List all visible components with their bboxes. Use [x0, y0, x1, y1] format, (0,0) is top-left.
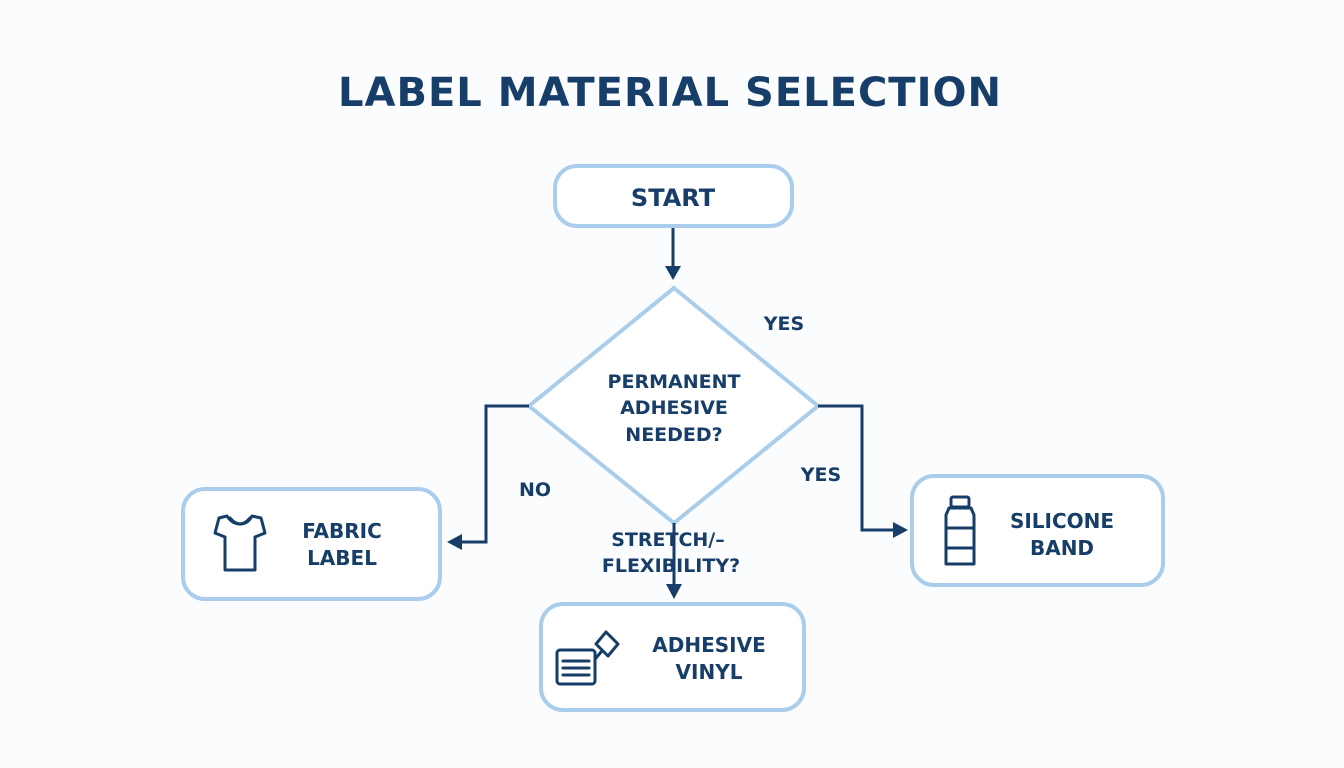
decision-line-1: PERMANENT: [608, 371, 741, 393]
edge-decision-to-silicone: [818, 404, 908, 538]
decision-line-2: ADHESIVE: [620, 397, 728, 419]
page-title: LABEL MATERIAL SELECTION: [338, 70, 1002, 116]
edge-decision-to-vinyl: [666, 523, 682, 599]
edge-silicone-line: [818, 404, 893, 532]
edge-label-no: NO: [519, 479, 551, 501]
question2-line-2: FLEXIBILITY?: [602, 555, 740, 577]
fabric-label-node: FABRIC LABEL: [181, 487, 442, 601]
bottle-icon: [944, 495, 976, 566]
silicone-band-node: SILICONE BAND: [910, 474, 1165, 587]
edge-start-arrow: [665, 266, 681, 280]
label-roll-icon: [555, 630, 620, 686]
fabric-label-box: [181, 487, 442, 601]
edge-label-yes-top: YES: [763, 313, 804, 335]
edge-decision-to-fabric: [447, 404, 529, 550]
adhesive-vinyl-line-1: ADHESIVE: [652, 633, 765, 657]
adhesive-vinyl-node: ADHESIVE VINYL: [539, 602, 806, 712]
edge-label-yes-right: YES: [800, 464, 841, 486]
silicone-band-line-2: BAND: [1030, 536, 1094, 560]
edge-fabric-line: [462, 404, 529, 544]
edge-start-to-decision: [665, 228, 681, 280]
start-node: START: [553, 164, 794, 228]
edge-vinyl-arrow: [666, 584, 682, 599]
fabric-label-line-1: FABRIC: [302, 519, 382, 543]
question2-line-1: STRETCH/–: [611, 529, 725, 551]
decision-line-3: NEEDED?: [625, 424, 722, 446]
adhesive-vinyl-box: [539, 602, 806, 712]
edge-silicone-arrow: [893, 522, 908, 538]
t-shirt-icon: [213, 514, 267, 572]
adhesive-vinyl-line-2: VINYL: [676, 660, 743, 684]
start-label: START: [631, 184, 716, 212]
fabric-label-line-2: LABEL: [307, 546, 377, 570]
start-box: [553, 164, 794, 228]
silicone-band-line-1: SILICONE: [1010, 509, 1114, 533]
edge-fabric-arrow: [447, 534, 462, 550]
question2-text: STRETCH/– FLEXIBILITY?: [602, 529, 740, 577]
